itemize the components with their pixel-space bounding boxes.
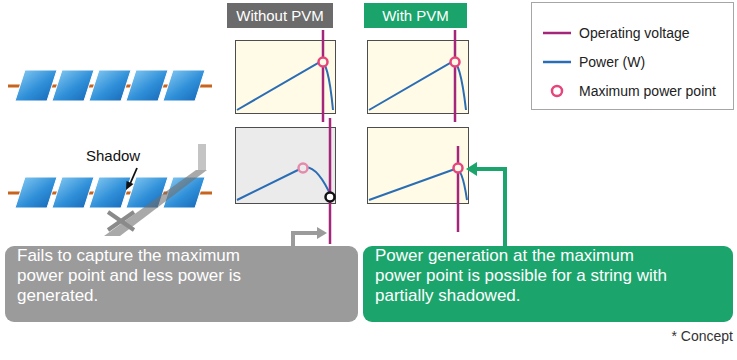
legend-text: Operating voltage — [579, 24, 690, 42]
max-power-point — [299, 58, 463, 173]
shadow-cross — [108, 212, 134, 230]
operating-voltage — [323, 30, 458, 244]
green-leader — [477, 169, 505, 246]
legend-text: Maximum power point — [579, 82, 716, 100]
chart-panel-grey — [236, 128, 336, 204]
callout-text: Power generation at the maximum power po… — [375, 246, 675, 306]
power-curve — [237, 62, 467, 200]
callout-box: Fails to capture the maximum power point… — [5, 246, 358, 322]
legend-sample-voltage — [543, 32, 571, 35]
shadow — [104, 170, 207, 236]
legend-frame — [532, 3, 734, 110]
chart-panel — [368, 128, 469, 204]
header-box: Without PVM — [227, 3, 333, 28]
shadow-pointer-head — [126, 181, 134, 190]
header-text: With PVM — [382, 7, 449, 25]
grey-leader-head — [317, 227, 327, 239]
legend-sample-power — [543, 61, 571, 64]
callout-text: Fails to capture the maximum power point… — [17, 246, 279, 306]
chart-panel — [236, 41, 336, 114]
header-text: Without PVM — [236, 7, 324, 25]
shadow-pointer — [130, 168, 137, 184]
legend-text: Power (W) — [579, 53, 645, 71]
note-text: * Concept — [672, 327, 733, 345]
header-box: With PVM — [364, 3, 467, 28]
chart-panel — [368, 41, 469, 114]
callout-box: Power generation at the maximum power po… — [363, 246, 733, 322]
shadow-object — [198, 144, 206, 170]
actual-point — [326, 193, 335, 202]
grey-leader — [293, 233, 318, 246]
shadow-label: Shadow — [86, 147, 140, 165]
legend-sample-mpp — [552, 86, 562, 96]
green-leader-head — [466, 162, 477, 176]
solar-string — [15, 70, 205, 101]
